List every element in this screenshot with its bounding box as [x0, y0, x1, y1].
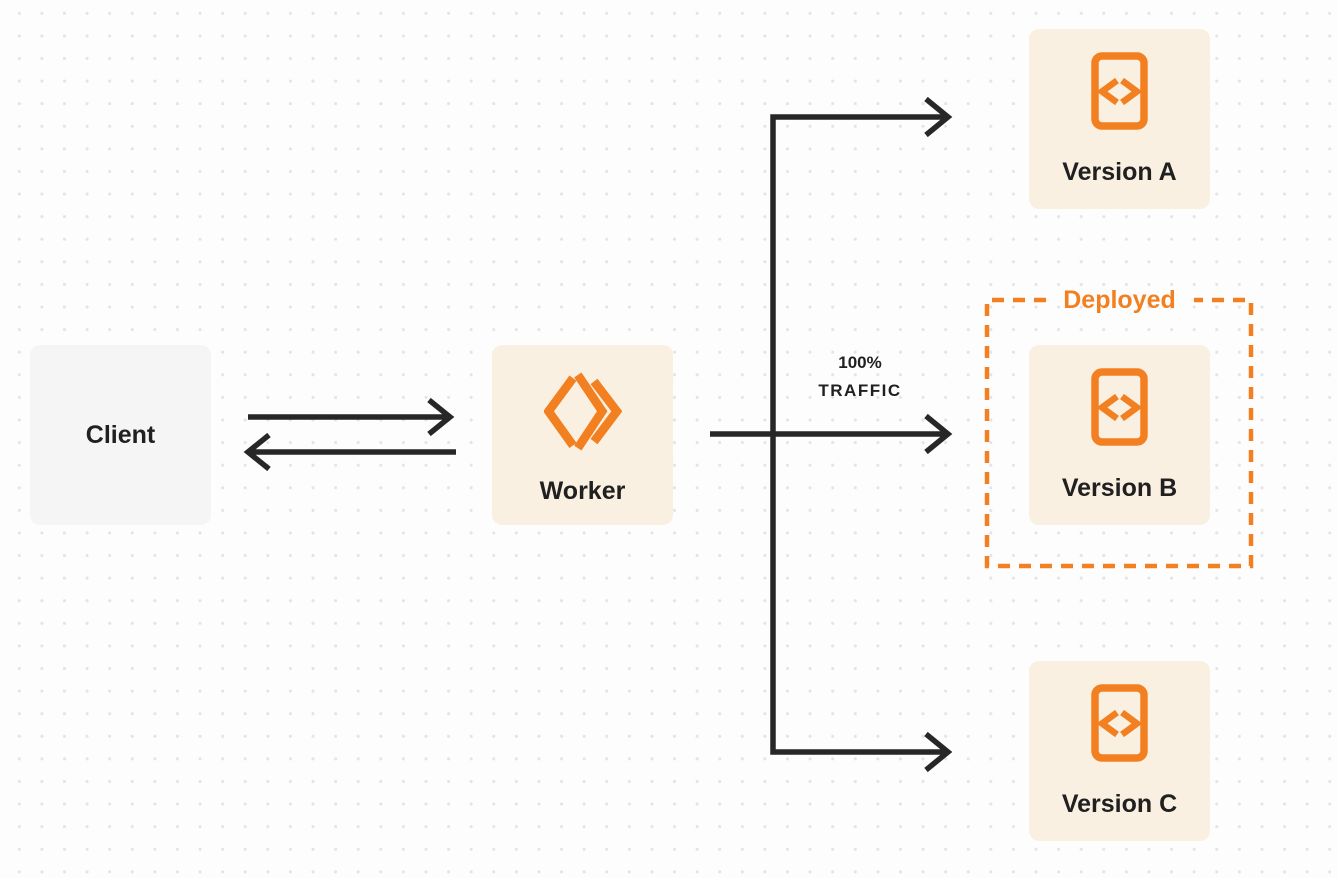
- node-version-a: Version A: [1029, 29, 1210, 209]
- node-version-b: Version B: [1029, 345, 1210, 525]
- version-a-label: Version A: [1062, 158, 1177, 186]
- code-file-icon: [1091, 52, 1148, 130]
- workers-logo-icon: [543, 372, 622, 451]
- traffic-percentage: 100%: [838, 353, 882, 372]
- client-label: Client: [85, 421, 156, 449]
- traffic-trunk-line: [770, 114, 944, 755]
- worker-label: Worker: [539, 477, 626, 505]
- code-file-icon: [1091, 368, 1148, 446]
- traffic-word: TRAFFIC: [818, 381, 902, 400]
- arrow-to-version-c-head: [924, 731, 953, 773]
- version-b-label: Version B: [1061, 474, 1178, 502]
- worker-to-client-arrow: [243, 432, 456, 472]
- code-file-icon: [1091, 684, 1148, 762]
- arrow-to-version-a-head: [924, 96, 953, 138]
- deployed-badge: Deployed: [1063, 286, 1176, 314]
- node-client: Client: [30, 345, 211, 525]
- traffic-label: 100% TRAFFIC: [790, 352, 930, 402]
- node-version-c: Version C: [1029, 661, 1210, 841]
- arrow-to-version-b: [710, 413, 953, 455]
- client-to-worker-arrow: [248, 397, 455, 437]
- version-c-label: Version C: [1061, 790, 1178, 818]
- node-worker: Worker: [492, 345, 673, 525]
